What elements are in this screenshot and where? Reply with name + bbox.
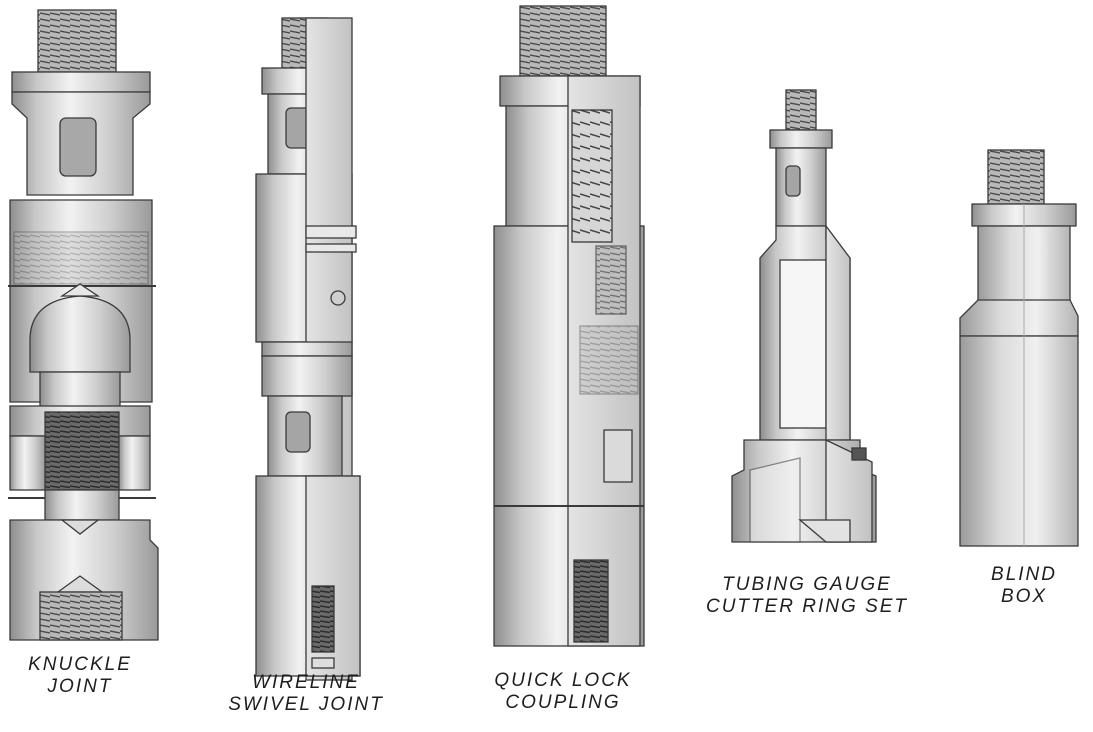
blind-box-label-line2: BOX xyxy=(1000,586,1048,607)
wireline-swivel-joint-label-line1: WIRELINE xyxy=(252,672,360,693)
knuckle-bottom-box-thread xyxy=(39,591,123,641)
quick-lock-coupling-drawing xyxy=(493,5,645,647)
blind-box-label-line1: BLIND xyxy=(991,564,1057,585)
tubing-gauge-cutter-ring-set-drawing xyxy=(731,89,877,543)
knuckle-joint-label-line1: KNUCKLE xyxy=(28,654,132,675)
quick-lock-coupling-label-line1: QUICK LOCK xyxy=(494,670,632,691)
swivel-bottom-thread xyxy=(311,585,335,653)
knuckle-joint-label-line2: JOINT xyxy=(47,676,113,697)
quick-lock-coupling-label-line2: COUPLING xyxy=(505,692,621,713)
swivel-bearing-ball xyxy=(330,290,346,306)
knuckle-upper-port xyxy=(59,117,97,177)
coupling-lock-spring xyxy=(571,109,613,243)
gauge-window xyxy=(779,259,827,429)
coupling-top-pin-thread xyxy=(519,5,607,77)
blind-box-label: BLIND BOX xyxy=(964,564,1084,608)
quick-lock-coupling-label: QUICK LOCK COUPLING xyxy=(470,670,656,714)
knuckle-top-pin-thread xyxy=(37,9,117,73)
knuckle-joint-drawing xyxy=(8,9,159,641)
knuckle-joint-label: KNUCKLE JOINT xyxy=(10,654,150,698)
blind-box-drawing xyxy=(959,149,1079,547)
blind-box-top-pin-thread xyxy=(987,149,1045,205)
coupling-bottom-box-thread xyxy=(573,559,609,643)
wireline-swivel-joint-label: WIRELINE SWIVEL JOINT xyxy=(218,672,394,716)
wireline-swivel-joint-drawing xyxy=(255,17,361,681)
tubing-gauge-cutter-ring-set-label-line2: CUTTER RING SET xyxy=(705,596,909,617)
gauge-top-pin-thread xyxy=(785,89,817,131)
tubing-gauge-cutter-ring-set-label-line1: TUBING GAUGE xyxy=(722,574,892,595)
tubing-gauge-cutter-ring-set-label: TUBING GAUGE CUTTER RING SET xyxy=(704,574,910,618)
knuckle-ball xyxy=(29,295,131,373)
knuckle-mid-thread xyxy=(44,411,120,491)
wireline-swivel-joint-label-line2: SWIVEL JOINT xyxy=(228,694,384,715)
